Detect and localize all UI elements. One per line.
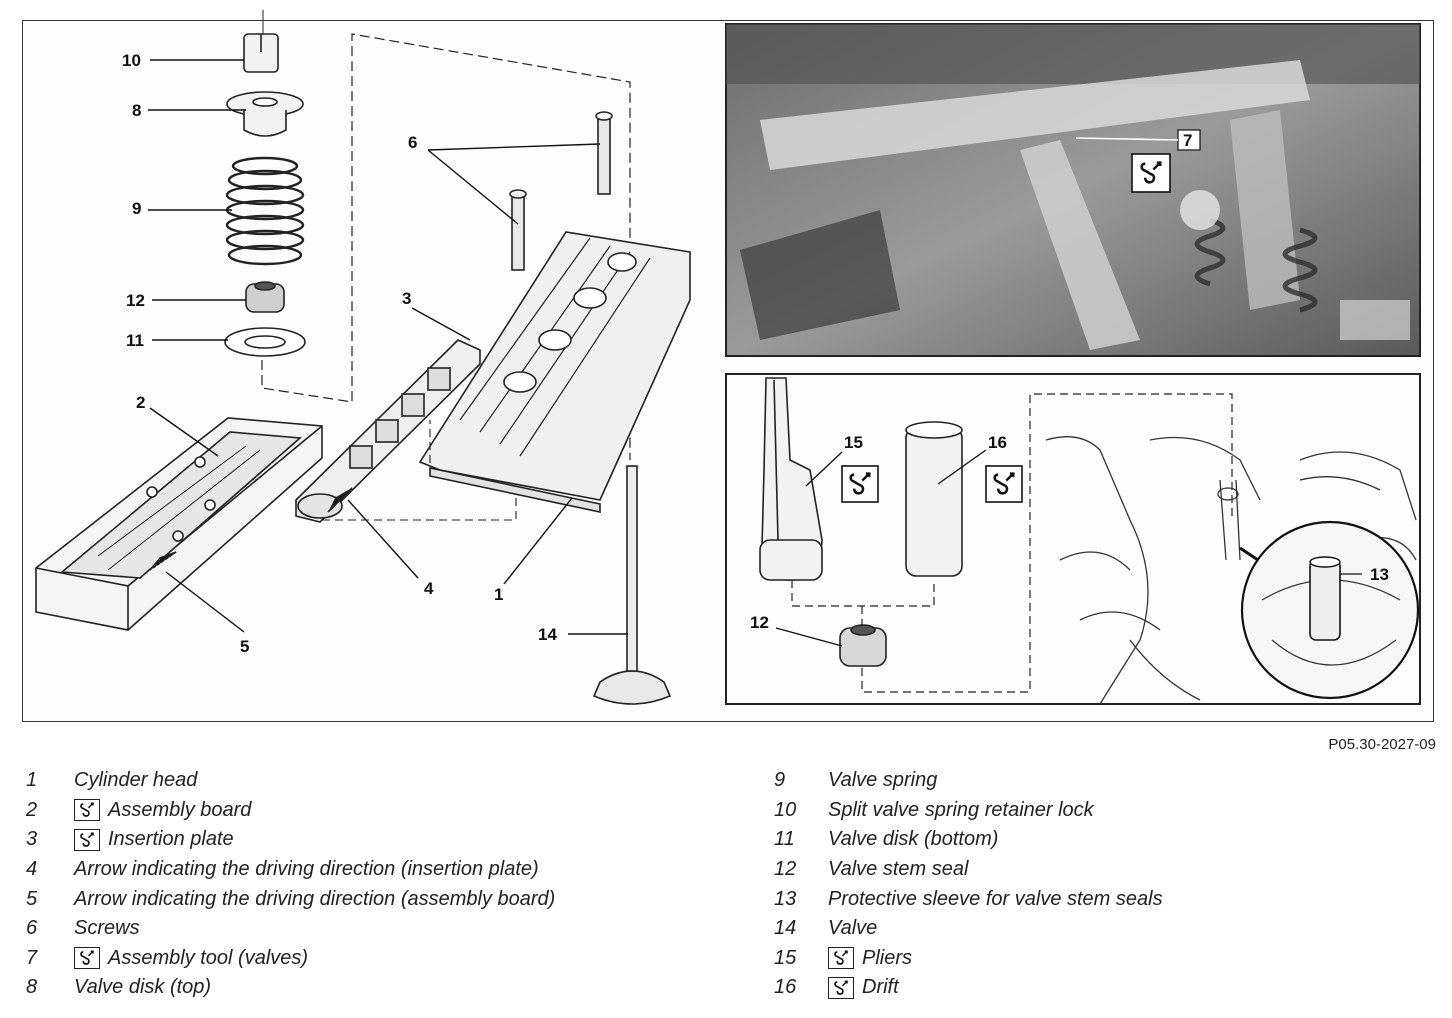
legend-item: 8 Valve disk (top) [26,973,555,1003]
cylinder-head-part [418,231,691,513]
callout-numbers: 10 8 9 12 11 2 3 6 4 5 1 14 [122,51,557,656]
protective-sleeve-part [1309,559,1341,641]
legend-item: 2 Assembly board [26,796,555,826]
screw-part-b [595,111,613,195]
valve-stem-seal-part [245,281,285,313]
legend-number: 13 [774,887,797,910]
legend-number: 7 [26,946,38,969]
leader-lines [148,59,628,635]
callout-4: 4 [424,579,434,598]
legend-number: 2 [26,798,38,821]
callout-8: 8 [132,101,141,120]
legend-number: 14 [774,917,797,940]
exploded-view-diagram: 10 8 9 12 11 2 3 6 4 5 1 14 7 [35,10,1421,705]
legend-number: 9 [774,769,786,792]
valve-part [592,465,672,705]
legend-text: Drift [862,976,899,999]
legend-text: Screws [74,917,140,940]
callout-3: 3 [402,289,411,308]
valve-spring-part [225,156,305,266]
engine-photo [725,23,1421,357]
legend-item: 11 Valve disk (bottom) [774,825,1163,855]
legend-number: 15 [774,946,797,969]
legend-item: 7 Assembly tool (valves) [26,944,555,974]
legend-item: 6 Screws [26,914,555,944]
pliers-part [759,377,823,581]
legend-text: Arrow indicating the driving direction (… [74,858,539,881]
legend-item: 14 Valve [774,914,1163,944]
legend-number: 1 [26,769,38,792]
legend-text: Valve stem seal [828,858,969,881]
legend-number: 4 [26,858,38,881]
special-tool-icon [828,947,854,970]
legend-left: 1 Cylinder head 2 Assembly board 3 Insertion … [26,766,555,1003]
special-tool-icon [74,947,100,970]
tool-detail-panel [725,373,1421,705]
insertion-plate-part [295,339,481,523]
callout-7: 7 [1183,131,1192,150]
legend-text: Insertion plate [108,828,234,851]
legend-text: Assembly tool (valves) [108,946,309,969]
legend-number: 12 [774,858,797,881]
retainer-lock-part [243,10,279,73]
cylinder-head-sketch [1045,436,1417,705]
legend-text: Valve disk (bottom) [828,828,999,851]
legend-item: 13 Protective sleeve for valve stem seals [774,884,1163,914]
callout-13: 13 [1370,565,1389,584]
legend-text: Valve spring [828,769,938,792]
legend-number: 5 [26,887,38,910]
drift-part [905,421,963,577]
legend-right: 9 Valve spring 10 Split valve spring retain… [774,766,1163,1003]
legend-item: 12 Valve stem seal [774,855,1163,885]
special-tool-icon [74,828,100,851]
legend-item: 10 Split valve spring retainer lock [774,796,1163,826]
legend-text: Protective sleeve for valve stem seals [828,887,1163,910]
legend-text: Assembly board [108,798,252,821]
callout-1: 1 [494,585,503,604]
stem-seal-detail-part [839,624,887,667]
callout-12-detail: 12 [750,613,769,632]
assembly-board-part [35,417,323,631]
legend-number: 11 [774,828,795,851]
screw-part-a [509,189,527,271]
callout-5: 5 [240,637,249,656]
legend-text: Valve disk (top) [74,976,212,999]
legend-text: Valve [828,917,878,940]
legend-item: 9 Valve spring [774,766,1163,796]
exploded-view [35,10,691,705]
legend-item: 15 Pliers [774,944,1163,974]
legend-item: 4 Arrow indicating the driving direction … [26,855,555,885]
arrow-assembly-board [149,551,177,571]
callout-16: 16 [988,433,1007,452]
callout-6: 6 [408,133,417,152]
callout-14: 14 [538,625,557,644]
legend-item: 16 Drift [774,973,1163,1003]
callout-10: 10 [122,51,141,70]
legend-number: 3 [26,828,38,851]
legend-number: 6 [26,917,38,940]
legend-text: Pliers [862,946,913,969]
callout-9: 9 [132,199,141,218]
legend-text: Arrow indicating the driving direction (… [74,887,556,910]
callout-11: 11 [126,331,144,350]
legend-text: Split valve spring retainer lock [828,798,1094,821]
legend-text: Cylinder head [74,769,198,792]
valve-disk-bottom-part [224,327,306,357]
legend-number: 8 [26,976,38,999]
arrow-insertion-plate [327,487,353,513]
legend-item: 3 Insertion plate [26,825,555,855]
callout-12: 12 [126,291,145,310]
figure-id: P05.30-2027-09 [1328,736,1436,753]
legend-number: 16 [774,976,797,999]
legend-number: 10 [774,798,797,821]
special-tool-icon [828,976,854,999]
special-tool-icon [74,799,100,822]
legend-item: 1 Cylinder head [26,766,555,796]
callout-2: 2 [136,393,145,412]
legend-item: 5 Arrow indicating the driving direction … [26,884,555,914]
callout-15: 15 [844,433,863,452]
valve-disk-top-part [226,91,304,137]
